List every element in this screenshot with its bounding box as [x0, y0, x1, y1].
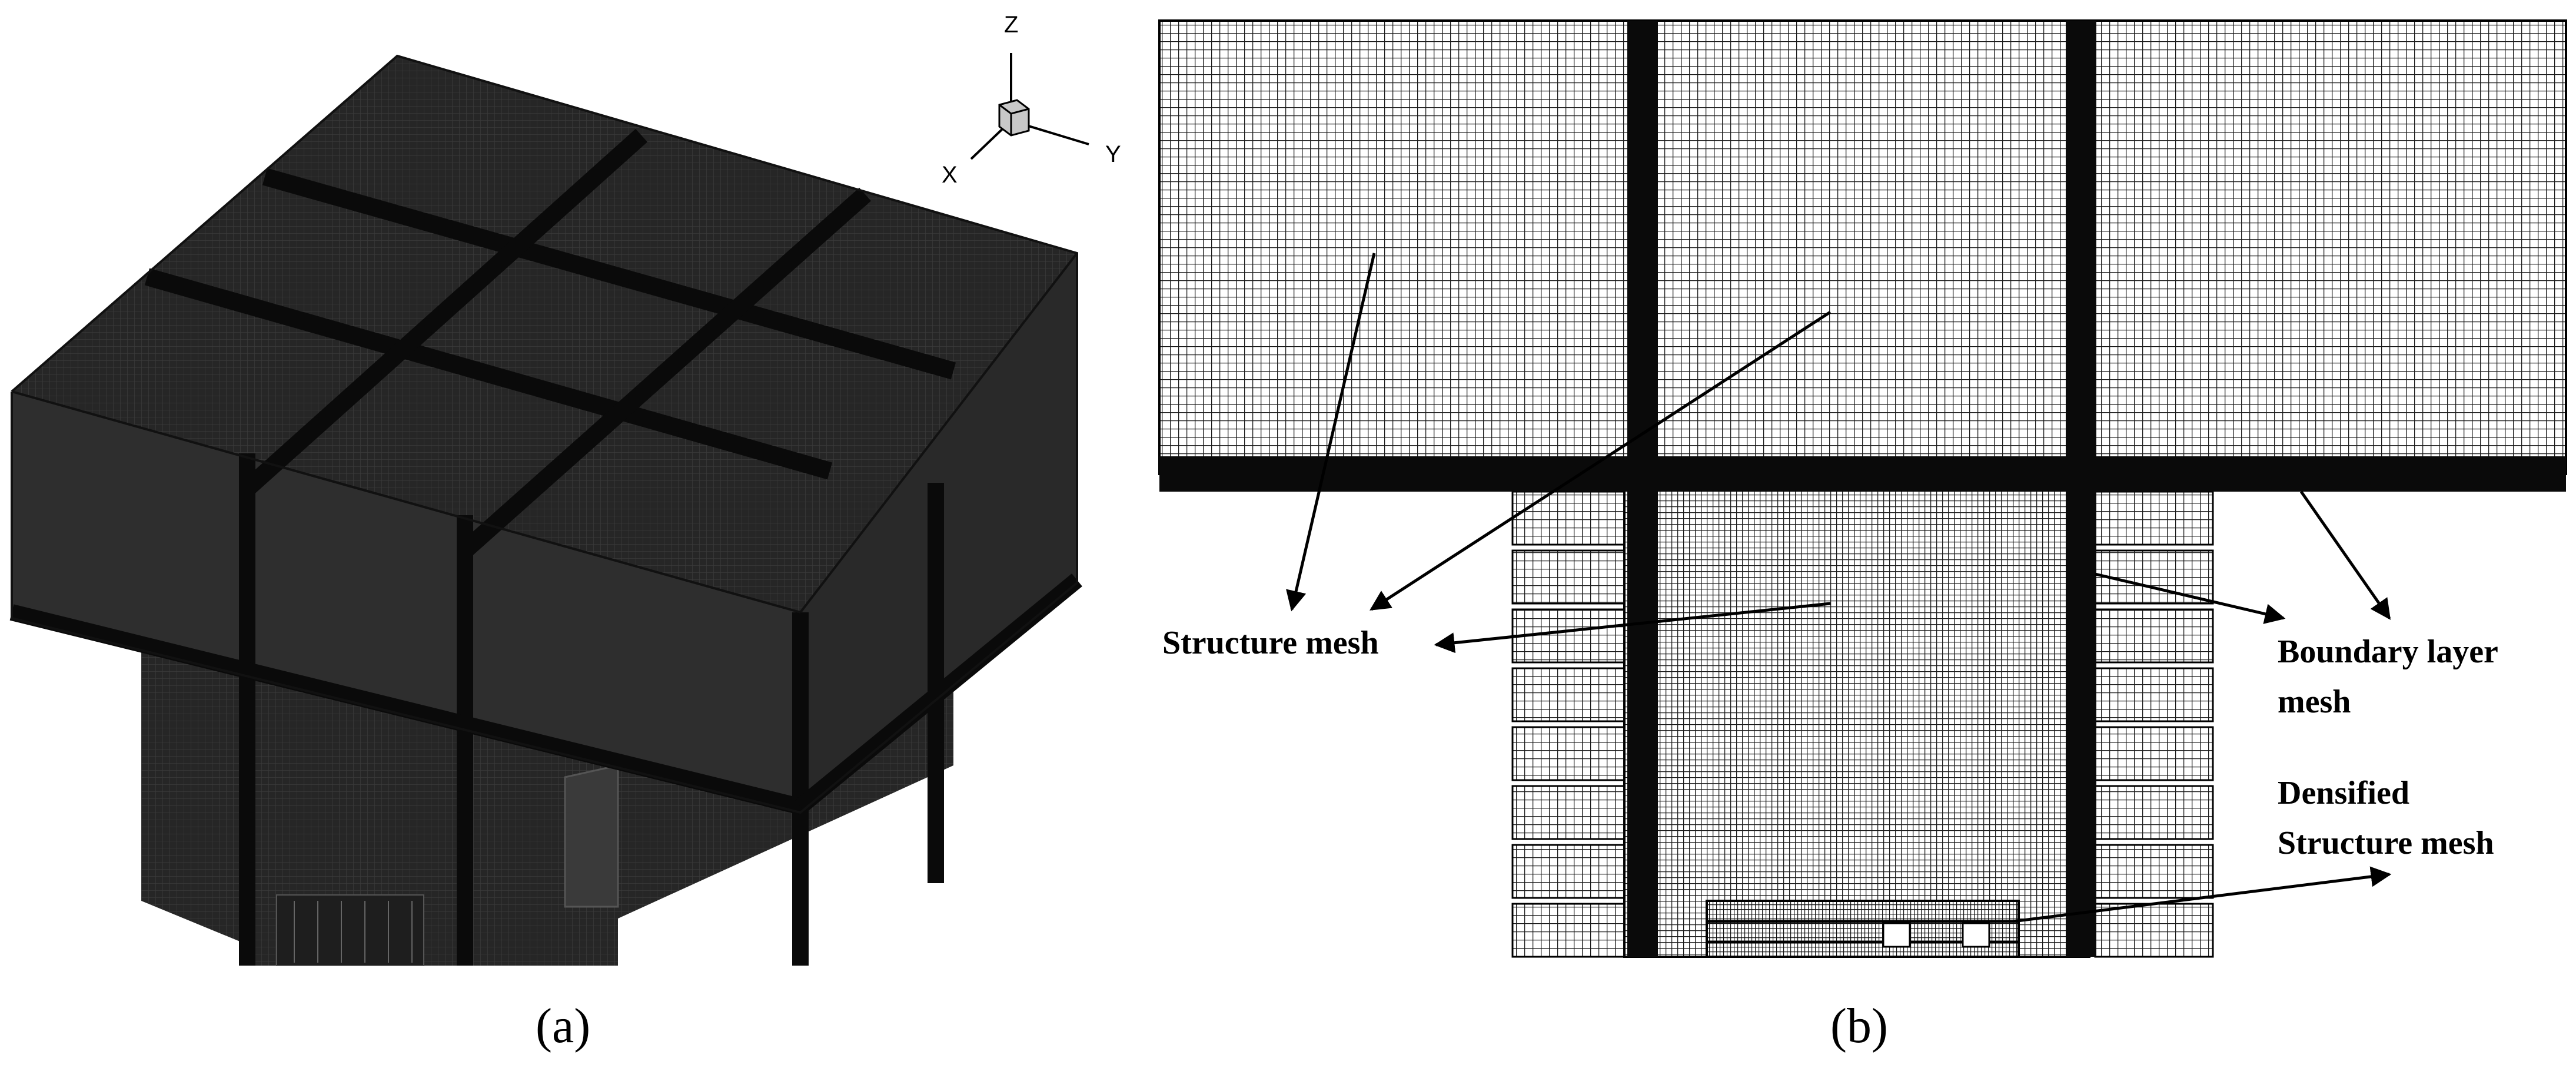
panel-a-3d-mesh — [9, 54, 1082, 966]
front-face-bands — [9, 453, 1082, 966]
panel-b-caption: (b) — [1830, 999, 1888, 1053]
upper-domain-mesh — [1158, 19, 2567, 475]
panel-b-mesh-section — [1158, 19, 2567, 958]
arrow-boundary-2 — [2095, 572, 2286, 624]
arrow-structure-3 — [1434, 602, 1831, 654]
axis-label-z: Z — [1004, 12, 1018, 38]
bottom-detail — [276, 894, 424, 966]
arrow-structure-2 — [1370, 310, 1832, 611]
axis-label-x: X — [942, 162, 958, 188]
vertical-boundary-band-left — [1627, 21, 1658, 957]
right-side-blocks — [2094, 490, 2214, 958]
arrow-structure-1 — [1286, 253, 1376, 612]
label-boundary-layer-line2: mesh — [2278, 684, 2351, 720]
front-left-face — [12, 392, 800, 813]
top-face-bands — [144, 128, 956, 558]
lower-block-front — [141, 598, 241, 942]
panel-a-caption: (a) — [536, 999, 590, 1053]
annotation-arrows — [1286, 253, 2392, 923]
left-side-blocks — [1511, 490, 1626, 958]
label-densified-line2: Structure mesh — [2278, 825, 2494, 861]
arrow-densified — [2012, 866, 2392, 923]
label-densified-line1: Densified — [2278, 775, 2409, 811]
vertical-boundary-band-right — [2066, 21, 2096, 957]
label-boundary-layer-line1: Boundary layer — [2278, 634, 2498, 670]
horizontal-boundary-band — [1159, 456, 2566, 492]
arrow-boundary-1 — [2299, 490, 2391, 620]
label-structure-mesh: Structure mesh — [1162, 625, 1379, 661]
axis-label-y: Y — [1105, 141, 1121, 167]
lower-center-mesh — [1623, 488, 2090, 958]
lower-inner-notch — [564, 764, 619, 908]
block-outline — [11, 54, 1078, 814]
obstacle-right — [1962, 922, 1990, 948]
obstacle-left — [1882, 922, 1911, 948]
axis-cube-icon — [998, 99, 1030, 137]
axis-triad: Z X Y — [942, 12, 1121, 188]
